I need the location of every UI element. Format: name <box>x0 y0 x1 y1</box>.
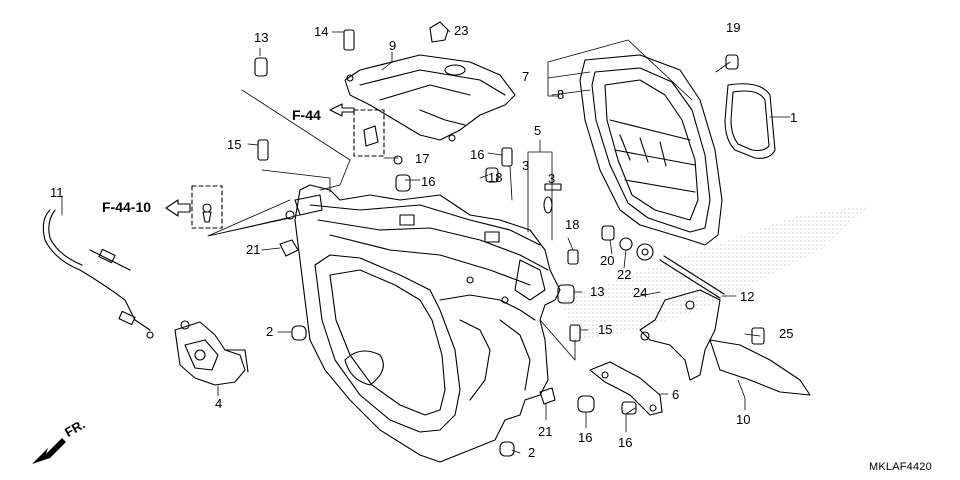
callout-16-bottom-left: 16 <box>578 430 593 445</box>
callout-21-bottom: 21 <box>538 424 553 439</box>
callout-13-right: 13 <box>590 284 605 299</box>
callout-3-left: 3 <box>522 158 530 173</box>
ref-arrow-f44 <box>329 103 355 117</box>
callout-18-center: 18 <box>488 170 503 185</box>
callout-12: 12 <box>740 289 755 304</box>
callout-17: 17 <box>415 151 430 166</box>
callout-19: 19 <box>726 20 741 35</box>
callout-10: 10 <box>736 412 751 427</box>
callout-6: 6 <box>672 387 680 402</box>
seal <box>724 83 776 159</box>
callout-18-right: 18 <box>565 217 580 232</box>
callout-25: 25 <box>779 326 794 341</box>
element-frame <box>579 54 723 246</box>
air-cleaner-housing <box>285 184 561 463</box>
reference-f4410: F-44-10 <box>102 199 152 215</box>
callout-8: 8 <box>557 87 565 102</box>
callout-9: 9 <box>389 38 397 53</box>
callout-13-top: 13 <box>254 30 269 45</box>
callout-16-bottom-right: 16 <box>618 435 633 450</box>
callout-14: 14 <box>314 24 329 39</box>
cable <box>42 209 154 339</box>
strap <box>589 361 663 416</box>
callout-23: 23 <box>454 23 469 38</box>
callout-20: 20 <box>600 253 615 268</box>
lock-mechanism <box>174 320 249 386</box>
callout-1: 1 <box>790 110 798 125</box>
detail-box-f4410 <box>191 185 223 229</box>
callout-3-right: 3 <box>548 171 556 186</box>
callout-2-left: 2 <box>266 324 274 339</box>
reference-f44: F-44 <box>292 107 321 123</box>
leader-lines <box>61 27 791 454</box>
callout-5: 5 <box>534 123 542 138</box>
bracket <box>639 255 811 396</box>
callout-11: 11 <box>50 185 64 200</box>
callout-21-left: 21 <box>246 242 261 257</box>
callout-16-center: 16 <box>470 147 485 162</box>
shading-area <box>560 205 870 340</box>
callout-4: 4 <box>215 396 223 411</box>
callout-16-upper: 16 <box>421 174 436 189</box>
diagram-code: MKLAF4420 <box>869 461 932 473</box>
callout-22: 22 <box>617 267 632 282</box>
detail-box-f44 <box>353 109 385 157</box>
callout-2-bottom: 2 <box>528 445 536 460</box>
callout-7: 7 <box>522 69 530 84</box>
front-arrow-icon <box>32 438 66 464</box>
callout-24: 24 <box>633 285 648 300</box>
ref-arrow-f4410 <box>165 199 191 217</box>
callout-15-right: 15 <box>598 322 613 337</box>
callout-15-left: 15 <box>227 137 242 152</box>
